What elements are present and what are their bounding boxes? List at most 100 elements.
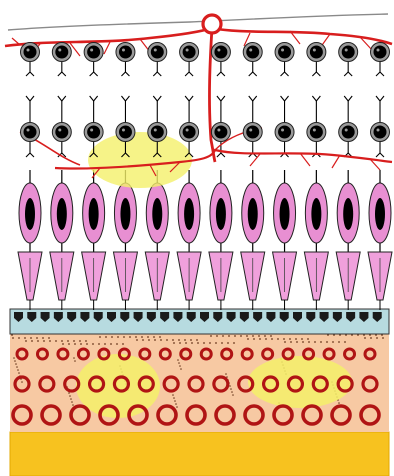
choroid-stipple-dot	[264, 335, 266, 337]
choroid-stipple-dot	[15, 363, 17, 365]
ganglion-cell-nucleus	[246, 46, 259, 59]
choroid-stipple-dot	[129, 336, 131, 338]
choroid-stipple-dot	[197, 342, 199, 344]
choroid-stipple-dot	[154, 339, 156, 341]
choroid-stipple-dot	[175, 403, 177, 405]
photoreceptor-nucleus	[152, 198, 162, 230]
choroid-stipple-dot	[338, 402, 340, 404]
ganglion-cell-highlight	[154, 49, 157, 52]
ganglion-cell-highlight	[249, 129, 252, 132]
vasculature	[5, 14, 392, 178]
choroid-stipple-dot	[222, 335, 224, 337]
choroid-stipple-dot	[184, 339, 186, 341]
ganglion-cell-nucleus	[278, 46, 291, 59]
ganglion-cell-highlight	[27, 49, 30, 52]
choroid-stipple-dot	[141, 336, 143, 338]
ganglion-cell-nucleus	[310, 46, 323, 59]
choroid-stipple-dot	[111, 336, 113, 338]
ganglion-cell-nucleus	[151, 46, 164, 59]
ganglion-cell-highlight	[186, 49, 189, 52]
choroid-stipple-dot	[68, 392, 70, 394]
choroid-stipple-dot	[196, 339, 198, 341]
choroid-stipple-dot	[142, 339, 144, 341]
synapse-chevron	[249, 72, 257, 76]
ganglion-cell-nucleus	[342, 126, 355, 139]
choroid-stipple-dot	[290, 341, 292, 343]
choroid-stipple-dot	[209, 342, 211, 344]
choroid-stipple-dot	[69, 395, 71, 397]
synapse-chevron	[376, 96, 384, 101]
choroid-stipple-dot	[55, 340, 57, 342]
photoreceptor-nucleus	[184, 198, 194, 230]
photoreceptor-nucleus	[311, 198, 321, 230]
choroid-stipple-dot	[61, 340, 63, 342]
ganglion-cell-highlight	[90, 49, 93, 52]
choroid-stipple-dot	[338, 341, 340, 343]
choroid-stipple-dot	[227, 342, 229, 344]
photoreceptor-nucleus	[280, 198, 290, 230]
choroid-stipple-dot	[270, 335, 272, 337]
choroid-stipple-dot	[49, 340, 51, 342]
choroid-stipple-dot	[62, 343, 64, 345]
ganglion-cell-highlight	[217, 49, 220, 52]
ganglion-cell-highlight	[217, 129, 220, 132]
photoreceptor-nucleus	[57, 198, 67, 230]
choroid-stipple-dot	[295, 338, 297, 340]
choroid-stipple-dot	[42, 337, 44, 339]
choroid-stipple-dot	[233, 342, 235, 344]
synapse-chevron	[185, 96, 193, 101]
ganglion-cell-highlight	[90, 129, 93, 132]
retina-highlight	[88, 132, 192, 188]
ganglion-cell-nucleus	[214, 46, 227, 59]
choroid-stipple-dot	[37, 340, 39, 342]
choroid-stipple-dot	[12, 337, 14, 339]
synapse-chevron	[58, 72, 66, 76]
choroid-stipple-dot	[221, 342, 223, 344]
choroid-stipple-dot	[16, 366, 18, 368]
ganglion-cell-nucleus	[119, 46, 132, 59]
sclera-band	[10, 432, 389, 476]
synapse-chevron	[121, 96, 129, 101]
choroid-stipple-dot	[178, 339, 180, 341]
ganglion-cell-nucleus	[151, 126, 164, 139]
choroid-stipple-dot	[92, 343, 94, 345]
neuron-connectors	[26, 62, 384, 157]
choroid-layer	[10, 333, 389, 432]
choroid-stipple-dot	[277, 338, 279, 340]
choroid-stipple-dot	[283, 338, 285, 340]
choroid-stipple-dot	[203, 342, 205, 344]
choroid-stipple-dot	[172, 394, 174, 396]
choroid-stipple-dot	[228, 335, 230, 337]
choroid-stipple-dot	[229, 385, 231, 387]
choroid-stipple-dot	[98, 343, 100, 345]
choroid-stipple-dot	[122, 343, 124, 345]
ganglion-cell-highlight	[122, 49, 125, 52]
ganglion-cell-nucleus	[374, 126, 387, 139]
photoreceptor-nucleus	[248, 198, 258, 230]
sclera-layer	[10, 432, 389, 476]
synapse-chevron	[90, 96, 98, 101]
ganglion-cell-highlight	[249, 49, 252, 52]
choroid-stipple-dot	[271, 338, 273, 340]
choroid-stipple-dot	[231, 391, 233, 393]
choroid-stipple-dot	[18, 337, 20, 339]
photoreceptor-nucleus	[89, 198, 99, 230]
choroid-stipple-dot	[153, 336, 155, 338]
choroid-stipple-dot	[68, 343, 70, 345]
synapse-chevron	[90, 72, 98, 76]
retina-yellow-patch	[88, 132, 192, 188]
choroid-stipple-dot	[364, 337, 366, 339]
choroid-stipple-dot	[14, 360, 16, 362]
ganglion-cell-highlight	[27, 129, 30, 132]
choroid-stipple-dot	[320, 341, 322, 343]
choroid-stipple-dot	[210, 335, 212, 337]
choroid-stipple-dot	[110, 343, 112, 345]
choroid-stipple-dot	[123, 336, 125, 338]
choroid-stipple-dot	[174, 400, 176, 402]
synapse-chevron	[249, 96, 257, 101]
choroid-stipple-dot	[252, 335, 254, 337]
choroid-stipple-dot	[247, 338, 249, 340]
synapse-chevron	[26, 153, 34, 157]
choroid-stipple-dot	[74, 360, 76, 362]
